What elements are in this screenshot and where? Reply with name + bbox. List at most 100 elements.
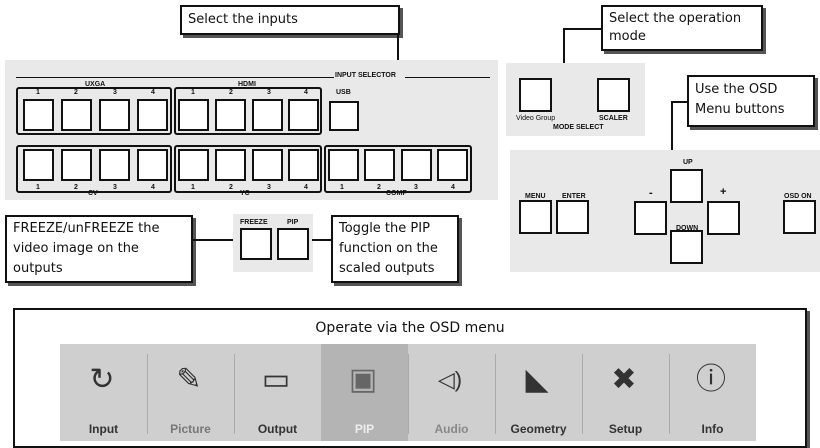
cv-2-button[interactable] [61, 149, 92, 181]
num-label: 4 [151, 184, 155, 191]
num-label: 2 [229, 184, 233, 191]
enter-label: ENTER [562, 193, 586, 200]
enter-button[interactable] [556, 200, 589, 234]
group-label-cv: CV [88, 190, 98, 197]
video-group-label: Video Group [516, 115, 556, 122]
num-label: 2 [229, 89, 233, 96]
hdmi-4-button[interactable] [288, 99, 319, 131]
usb-button[interactable] [329, 101, 359, 131]
group-label-yc: YC [240, 190, 250, 197]
menu-item-output[interactable]: ▭ Output [234, 344, 321, 441]
num-label: 2 [74, 184, 78, 191]
connector-line [193, 239, 237, 241]
menu-item-label: Picture [170, 422, 211, 436]
connector-line [397, 35, 399, 73]
num-label: 2 [74, 89, 78, 96]
menu-item-label: Output [257, 422, 298, 436]
menu-item-pip[interactable]: ▣ PIP [321, 344, 408, 441]
menu-item-label: Geometry [510, 422, 567, 436]
comp-2-button[interactable] [364, 149, 395, 181]
uxga-4-button[interactable] [137, 99, 168, 131]
group-label-hdmi: HDMI [238, 81, 256, 88]
freeze-button[interactable] [240, 228, 272, 260]
uxga-2-button[interactable] [61, 99, 92, 131]
num-label: 1 [191, 89, 195, 96]
pip-label: PIP [287, 219, 299, 226]
callout-operation-mode: Select the operation mode [601, 5, 763, 51]
yc-2-button[interactable] [215, 149, 246, 181]
callout-select-inputs: Select the inputs [180, 5, 400, 35]
menu-item-geometry[interactable]: ◣ Geometry [495, 344, 582, 441]
minus-button[interactable] [634, 201, 667, 235]
osd-on-button[interactable] [783, 200, 816, 234]
video-group-button[interactable] [519, 78, 552, 112]
output-icon: ▭ [261, 363, 291, 396]
connector-line [563, 28, 601, 30]
cv-1-button[interactable] [23, 149, 54, 181]
uxga-1-button[interactable] [23, 99, 54, 131]
geometry-icon: ◣ [525, 363, 549, 396]
menu-item-label: Audio [434, 422, 469, 436]
menu-item-audio[interactable]: ◁) Audio [408, 344, 495, 441]
pip-icon: ▣ [348, 363, 378, 396]
comp-1-button[interactable] [328, 149, 359, 181]
callout-freeze: FREEZE/unFREEZE the video image on the o… [5, 215, 193, 283]
picture-icon: ✎ [176, 363, 202, 396]
num-label: 3 [267, 184, 271, 191]
group-label-comp: COMP [386, 190, 407, 197]
menu-item-info[interactable]: ⓘ Info [669, 344, 756, 441]
yc-group [174, 145, 322, 193]
menu-label: MENU [525, 193, 546, 200]
audio-icon: ◁) [437, 367, 463, 392]
menu-divider [147, 354, 148, 434]
menu-item-setup[interactable]: ✖ Setup [582, 344, 669, 441]
menu-item-picture[interactable]: ✎ Picture [147, 344, 234, 441]
plus-button[interactable] [707, 201, 740, 235]
menu-item-label: Input [88, 422, 119, 436]
down-button[interactable] [670, 230, 703, 264]
menu-divider [495, 354, 496, 434]
cv-4-button[interactable] [137, 149, 168, 181]
menu-item-input[interactable]: ↻ Input [60, 344, 147, 441]
connector-line [312, 239, 331, 241]
yc-1-button[interactable] [178, 149, 209, 181]
selector-rule-right [405, 77, 490, 78]
connector-line [563, 28, 565, 63]
osd-on-label: OSD ON [784, 193, 812, 200]
cv-3-button[interactable] [99, 149, 130, 181]
num-label: 3 [113, 89, 117, 96]
pip-button[interactable] [277, 228, 309, 260]
comp-4-button[interactable] [437, 149, 468, 181]
down-label: DOWN [676, 225, 699, 232]
input-selector-title: INPUT SELECTOR [335, 72, 396, 79]
comp-3-button[interactable] [401, 149, 432, 181]
group-label-usb: USB [336, 89, 351, 96]
yc-3-button[interactable] [252, 149, 283, 181]
menu-button[interactable] [519, 200, 552, 234]
num-label: 4 [151, 89, 155, 96]
callout-osd-buttons: Use the OSD Menu buttons [687, 75, 815, 127]
cv-group [16, 145, 172, 193]
num-label: 1 [36, 184, 40, 191]
osd-menu-bar: ↻ Input ✎ Picture ▭ Output ▣ PIP ◁) Audi… [60, 344, 756, 441]
menu-divider [669, 354, 670, 434]
info-icon: ⓘ [696, 363, 726, 396]
up-button[interactable] [670, 169, 703, 203]
yc-4-button[interactable] [288, 149, 319, 181]
num-label: 3 [113, 184, 117, 191]
menu-item-label: Info [701, 422, 724, 436]
uxga-3-button[interactable] [99, 99, 130, 131]
freeze-label: FREEZE [240, 219, 268, 226]
menu-item-label: PIP [354, 422, 375, 436]
hdmi-1-button[interactable] [178, 99, 209, 131]
hdmi-2-button[interactable] [215, 99, 246, 131]
input-icon: ↻ [89, 363, 115, 396]
hdmi-group [174, 87, 322, 135]
comp-group [324, 145, 472, 193]
mode-select-title: MODE SELECT [553, 124, 604, 131]
hdmi-3-button[interactable] [252, 99, 283, 131]
up-label: UP [683, 159, 693, 166]
scaler-button[interactable] [597, 78, 630, 112]
selector-rule-left [16, 77, 334, 78]
num-label: 4 [304, 184, 308, 191]
